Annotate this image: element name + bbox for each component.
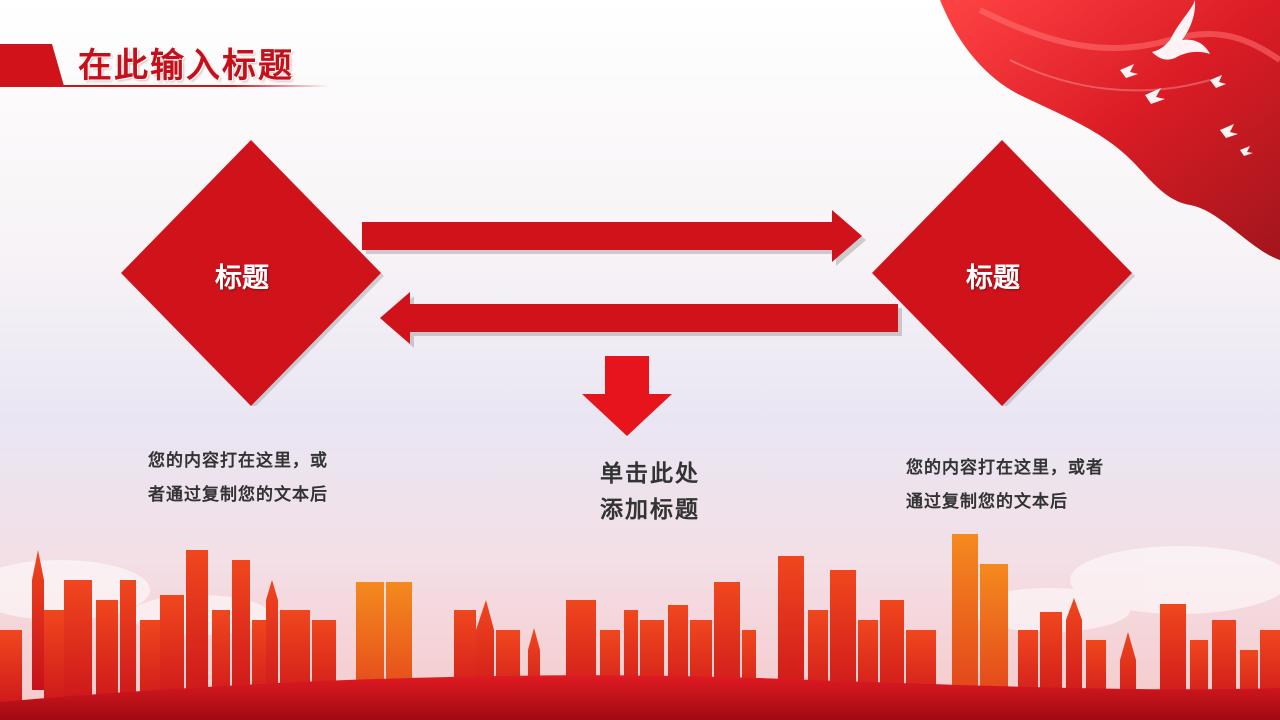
right-arrow-icon	[362, 210, 866, 266]
right-diamond	[872, 140, 1135, 406]
left-description: 您的内容打在这里，或 者通过复制您的文本后	[148, 444, 328, 512]
center-heading-line1: 单击此处	[600, 460, 700, 487]
right-description-line2: 通过复制您的文本后	[906, 492, 1068, 512]
left-diamond	[121, 140, 384, 406]
left-description-line2: 者通过复制您的文本后	[148, 485, 328, 505]
page-title: 在此输入标题	[78, 46, 294, 86]
right-description: 您的内容打在这里，或者 通过复制您的文本后	[906, 451, 1104, 519]
city-skyline-icon	[0, 534, 1280, 720]
right-description-line1: 您的内容打在这里，或者	[906, 458, 1104, 478]
title-underline	[0, 85, 330, 87]
center-heading-line2: 添加标题	[600, 496, 700, 523]
left-description-line1: 您的内容打在这里，或	[148, 451, 328, 471]
down-arrow-icon	[582, 356, 672, 436]
flag-decoration-icon	[940, 0, 1280, 260]
left-diamond-label: 标题	[215, 263, 269, 294]
center-heading: 单击此处 添加标题	[550, 456, 750, 528]
right-diamond-label: 标题	[966, 263, 1020, 294]
dove-icon	[1120, 0, 1253, 156]
title-tab-decoration	[0, 44, 64, 86]
left-arrow-icon	[380, 292, 902, 348]
